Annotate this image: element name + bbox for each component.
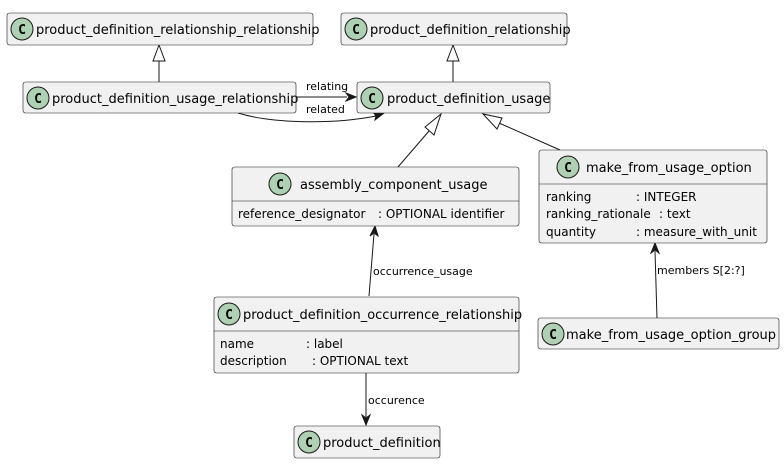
- class-icon: C: [541, 322, 565, 346]
- association-edge-relating: relating: [296, 80, 358, 103]
- class-name: make_from_usage_option_group: [566, 328, 776, 343]
- attribute-type: : measure_with_unit: [636, 225, 757, 239]
- class-name: product_definition_usage_relationship: [52, 92, 298, 107]
- attribute-row: quantity : measure_with_unit: [546, 225, 757, 239]
- attribute-row: ranking_rationale : text: [546, 207, 691, 221]
- edges: relating related occurrence_usage: [152, 43, 745, 427]
- class-name: product_definition_usage: [387, 92, 550, 107]
- attribute-name: description: [220, 354, 287, 368]
- class-name: product_definition_occurrence_relationsh…: [243, 308, 522, 323]
- class-icon: C: [344, 17, 368, 41]
- svg-text:C: C: [549, 328, 557, 343]
- class-product-definition[interactable]: C product_definition: [293, 425, 441, 459]
- svg-text:C: C: [34, 92, 42, 107]
- svg-text:C: C: [225, 308, 233, 323]
- class-product-definition-usage[interactable]: C product_definition_usage: [356, 81, 550, 114]
- association-edge-occurence: occurence: [360, 373, 425, 427]
- edge-label-relating: relating: [306, 80, 348, 93]
- class-make-from-usage-option-group[interactable]: C make_from_usage_option_group: [537, 317, 780, 350]
- inheritance-edge-pdu-to-pdr: [446, 43, 460, 82]
- attribute-type: : OPTIONAL text: [312, 354, 409, 368]
- attribute-name: ranking: [546, 190, 591, 204]
- class-icon: C: [217, 302, 241, 326]
- inheritance-edge-acu-to-pdu: [397, 112, 443, 168]
- edge-label-occurrence-usage: occurrence_usage: [373, 265, 473, 278]
- attribute-type: : text: [659, 207, 691, 221]
- attribute-name: ranking_rationale: [546, 207, 651, 221]
- svg-text:C: C: [564, 161, 572, 176]
- class-product-definition-occurrence-relationship[interactable]: C product_definition_occurrence_relation…: [213, 296, 522, 374]
- attribute-type: : OPTIONAL identifier: [378, 207, 504, 221]
- class-name: assembly_component_usage: [300, 178, 488, 193]
- class-name: product_definition_relationship_relation…: [36, 23, 320, 38]
- edge-label-members: members S[2:?]: [657, 264, 745, 277]
- class-icon: C: [268, 172, 292, 196]
- svg-text:C: C: [352, 23, 360, 38]
- association-edge-related: related: [237, 103, 386, 123]
- svg-text:C: C: [305, 436, 313, 451]
- attribute-type: : label: [306, 337, 343, 351]
- inheritance-edge-pdur-to-pdrr: [152, 43, 166, 82]
- class-name: make_from_usage_option: [586, 161, 752, 176]
- class-icon: C: [297, 430, 321, 454]
- class-product-definition-relationship[interactable]: C product_definition_relationship: [340, 12, 571, 46]
- class-assembly-component-usage[interactable]: C assembly_component_usage reference_des…: [231, 166, 520, 227]
- attribute-name: quantity: [546, 225, 596, 239]
- svg-text:C: C: [368, 92, 376, 107]
- attribute-row: description : OPTIONAL text: [220, 354, 409, 368]
- svg-text:C: C: [276, 178, 284, 193]
- class-product-definition-relationship-relationship[interactable]: C product_definition_relationship_relati…: [6, 12, 320, 46]
- attribute-type: : INTEGER: [636, 190, 697, 204]
- class-icon: C: [556, 155, 580, 179]
- class-name: product_definition_relationship: [370, 23, 571, 38]
- class-product-definition-usage-relationship[interactable]: C product_definition_usage_relationship: [22, 81, 298, 114]
- edge-label-occurence: occurence: [368, 394, 425, 407]
- class-icon: C: [26, 86, 50, 110]
- attribute-name: name: [220, 337, 254, 351]
- association-edge-occurrence-usage: occurrence_usage: [368, 224, 473, 297]
- class-name: product_definition: [323, 436, 441, 451]
- association-edge-members: members S[2:?]: [649, 241, 745, 319]
- attribute-name: reference_designator: [238, 207, 366, 221]
- class-icon: C: [360, 86, 384, 110]
- class-make-from-usage-option[interactable]: C make_from_usage_option ranking : INTEG…: [538, 149, 768, 244]
- edge-label-related: related: [306, 103, 345, 116]
- class-icon: C: [10, 17, 34, 41]
- svg-text:C: C: [18, 23, 26, 38]
- attribute-row: ranking : INTEGER: [546, 190, 697, 204]
- inheritance-edge-mfuo-to-pdu: [481, 113, 561, 151]
- attribute-row: reference_designator : OPTIONAL identifi…: [238, 207, 504, 221]
- attribute-row: name : label: [220, 337, 343, 351]
